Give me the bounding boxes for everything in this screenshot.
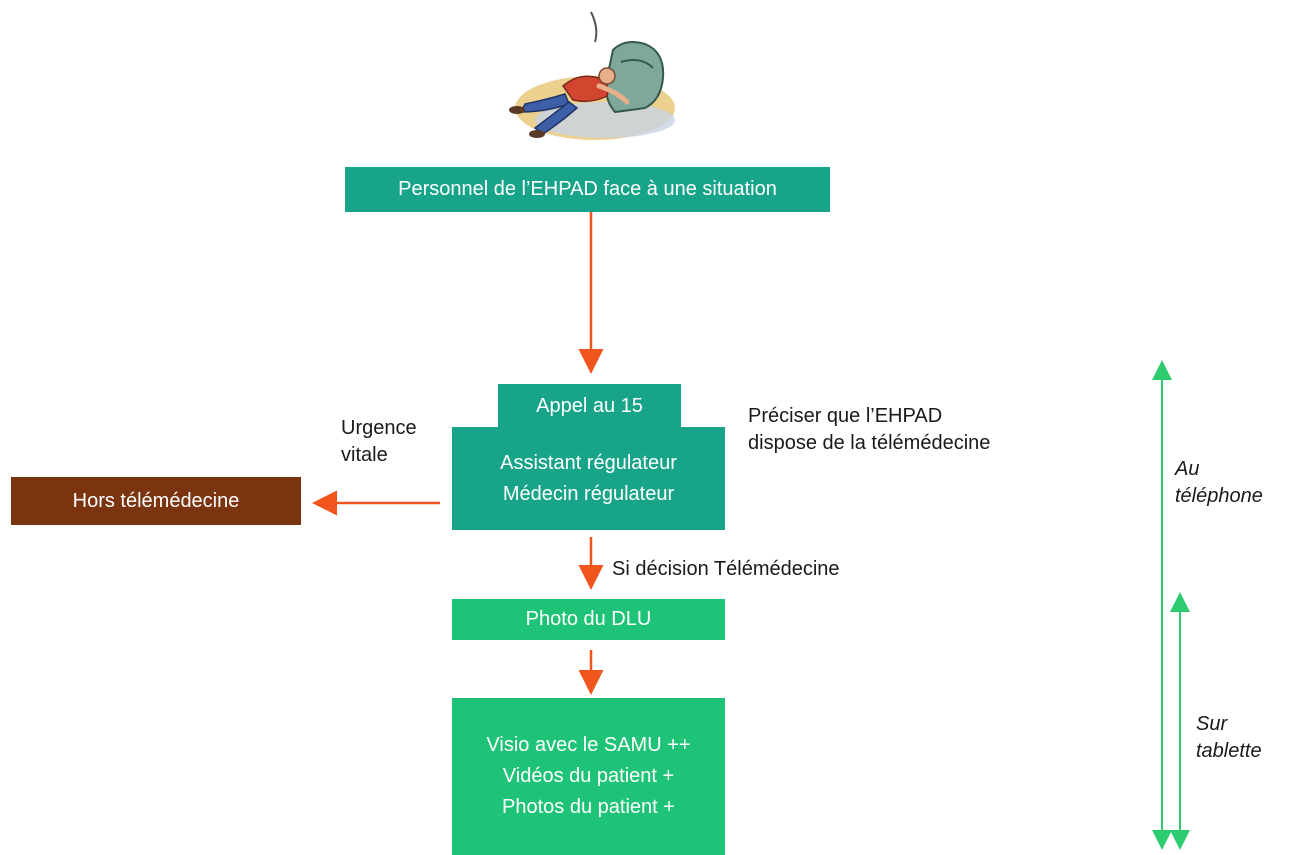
regulation-node: Assistant régulateur Médecin régulateur [452,427,725,530]
appel-15-tab: Appel au 15 [498,384,681,428]
visio-node: Visio avec le SAMU ++ Vidéos du patient … [452,698,725,855]
urgence-line-2: vitale [341,444,388,466]
hors-telemedecine-node: Hors télémédecine [11,477,301,525]
au-telephone-line-2: téléphone [1175,485,1263,507]
hors-telemedecine-text: Hors télémédecine [72,489,240,512]
urgence-line-1: Urgence [341,417,417,439]
urgence-vitale-label: Urgence vitale [341,415,417,469]
photo-dlu-node: Photo du DLU [452,599,725,640]
sur-tablette-line-2: tablette [1196,740,1262,762]
situation-node-text: Personnel de l’EHPAD face à une situatio… [398,178,777,200]
au-telephone-line-1: Au [1175,458,1200,480]
visio-line-1: Visio avec le SAMU ++ [486,734,691,756]
photo-dlu-text: Photo du DLU [525,608,652,630]
situation-node: Personnel de l’EHPAD face à une situatio… [345,167,830,212]
au-telephone-label: Au téléphone [1175,456,1263,510]
regulation-line-2: Médecin régulateur [502,482,675,505]
visio-line-2: Vidéos du patient + [502,765,675,787]
regulation-line-1: Assistant régulateur [500,451,677,474]
preciser-line-2: dispose de la télémédecine [748,432,991,454]
preciser-label: Préciser que l’EHPAD dispose de la télém… [748,403,990,457]
fallen-person-illustration [509,11,675,140]
si-decision-label: Si décision Télémédecine [612,558,840,580]
sur-tablette-line-1: Sur [1196,713,1228,735]
sur-tablette-label: Sur tablette [1196,711,1262,765]
appel-15-text: Appel au 15 [536,394,643,417]
visio-line-3: Photos du patient + [502,796,675,818]
preciser-line-1: Préciser que l’EHPAD [748,405,943,427]
